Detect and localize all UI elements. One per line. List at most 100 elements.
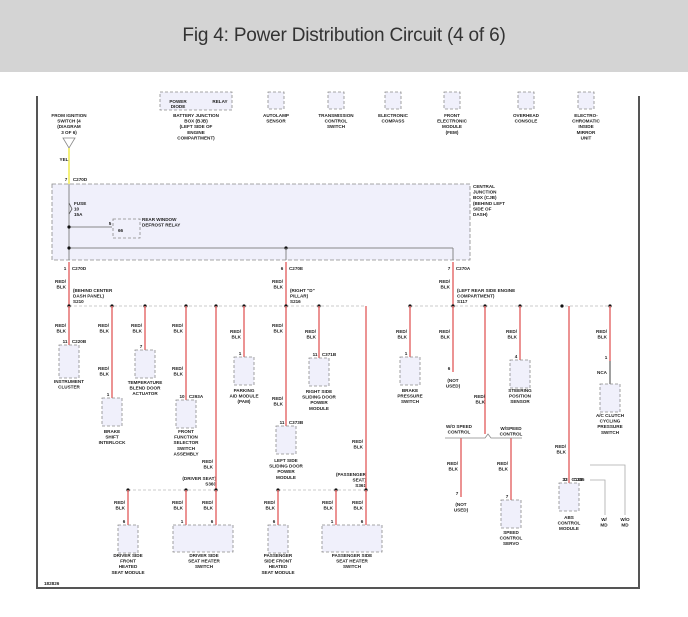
abs-without-md-label: MD [621,523,629,528]
wire-color-label: BLK [598,335,608,340]
brake-pressure-switch-box [399,356,421,386]
bjb-power-diode-label: DIODE [171,104,186,109]
wire-color-label: RED/ [230,329,242,334]
temperature-blend-door-actuator-label: TEMPERATURE [128,380,163,385]
transmission-control-switch-label: TRANSMISSION [318,113,354,118]
pin-label: 7 [140,344,143,349]
right-side-sliding-door-label: SLIDING DOOR [302,395,336,400]
abs-without-md-label: W/O [620,517,630,522]
ac-clutch-cycling-switch-label: CYCLING [600,419,621,424]
overhead-console-label: CONSOLE [515,119,538,124]
steering-position-sensor-label: SENSOR [510,399,530,404]
connector-label: C270E [289,266,303,271]
overhead-console-box [517,91,535,110]
abs-control-module-box [558,482,580,512]
right-side-sliding-door-box [308,357,330,387]
wire-color-label: RED/ [305,329,317,334]
speed-control-servo-label: CONTROL [500,536,523,541]
wire-color-label: BLK [57,285,67,290]
pin-label: 5 [109,221,112,226]
wire-color-label: RED/ [352,439,364,444]
front-function-selector-switch-label: SWITCH [177,446,196,451]
wire-color-label: RED/ [172,500,184,505]
wire-color-label: RED/ [322,500,334,505]
left-side-sliding-door-label: SLIDING DOOR [269,464,303,469]
ignition-source-label: FROM IGNITION [51,113,87,118]
pin-label: 6 [281,266,284,271]
figure-title: Fig 4: Power Distribution Circuit (4 of … [182,25,506,46]
pin-label: 6 [448,366,451,371]
relay-label: DEFROST RELAY [142,223,180,228]
wire-color-label: RED/ [352,500,364,505]
wire-color-label: RED/ [447,461,459,466]
wire-color-label: BLK [204,465,214,470]
wire-color-label: BLK [449,467,459,472]
left-side-sliding-door-label: MODULE [276,475,296,480]
fuse-label: 15A [74,212,83,217]
cjb-label: BOX (CJB) [473,195,497,200]
wire-color-label: BLK [116,506,126,511]
front-function-selector-switch-label: ASSEMBLY [173,451,198,456]
wire-color-label: RED/ [506,329,518,334]
cjb-label: SIDE OF [473,206,492,211]
wire-color-label: RED/ [474,394,486,399]
pin-label: 1 [64,266,67,271]
transmission-control-switch-label: SWITCH [327,124,346,129]
bjb-relay-label: RELAY [212,99,227,104]
junction-dot [67,225,71,229]
right-side-sliding-door-label: RIGHT SIDE [306,389,332,394]
pin-label: 1 [239,351,242,356]
speed-control-servo-label: SERVO [503,541,519,546]
fuse-label: 10 [74,207,80,212]
passenger-seat-heater-switch-box [321,524,383,553]
parking-aid-module-label: PARKING [234,388,255,393]
wire-color-label: BLK [441,335,451,340]
wire-color-label: BLK [266,506,276,511]
wire-color-label: BLK [174,329,184,334]
rear-window-defrost-relay [112,218,141,239]
transmission-control-switch-box [327,91,345,110]
pin-label: 10 [179,394,185,399]
driver-seat-heater-switch-label: SWITCH [195,564,214,569]
brake-shift-interlock-box [101,397,123,427]
wire-color-label: RED/ [202,459,214,464]
wire-color-label: RED/ [439,329,451,334]
speed-control-servo-box [500,499,522,529]
wire-color-label: RED/ [172,323,184,328]
speed-control-without-label: W/O SPEED [446,424,473,429]
cjb-label: DASH) [473,212,488,217]
wire-color-label: BLK [499,467,509,472]
abs-with-md-label: MD [600,523,608,528]
relay-label: REAR WINDOW [142,217,177,222]
front-electronic-module-label: (FEM) [446,130,459,135]
wire-color-label: BLK [232,335,242,340]
pin-label: 7 [456,491,459,496]
wire-color-label: RED/ [202,500,214,505]
wire-color-label: BLK [354,506,364,511]
abs-option-line-with [590,479,606,515]
electrochromatic-mirror-label: INSIDE [578,124,593,129]
fuse-label: FUSE [74,201,86,206]
connector-label: C293A [189,394,204,399]
pin-label: 6 [211,519,214,524]
passenger-front-heated-seat-module-label: HEATED [269,564,288,569]
pin-label: 66 [118,228,124,233]
electrochromatic-mirror-box [577,91,595,110]
fuse-icon [68,202,73,215]
passenger-front-heated-seat-module-label: SEAT MODULE [261,570,294,575]
brake-shift-interlock-label: INTERLOCK [99,440,126,445]
autolamp-sensor-label: AUTOLAMP [263,113,289,118]
passenger-seat-heater-switch-label: SWITCH [343,564,362,569]
right-side-sliding-door-label: POWER [310,400,328,405]
abs-control-module-label: MODULE [559,526,579,531]
wire-color-label: RED/ [98,366,110,371]
splice-label: (LEFT REAR SIDE ENGINE [457,288,515,293]
parking-aid-module-label: (PAM) [238,399,251,404]
wire-color-label: BLK [274,329,284,334]
not-used-2-label: (NOT [455,502,466,507]
ac-clutch-cycling-switch-label: PRESSURE [597,424,622,429]
instrument-cluster-box [58,344,80,379]
wire-color-label: RED/ [114,500,126,505]
wire-color-label: BLK [274,402,284,407]
driver-front-heated-seat-module-label: DRIVER SIDE [113,553,142,558]
